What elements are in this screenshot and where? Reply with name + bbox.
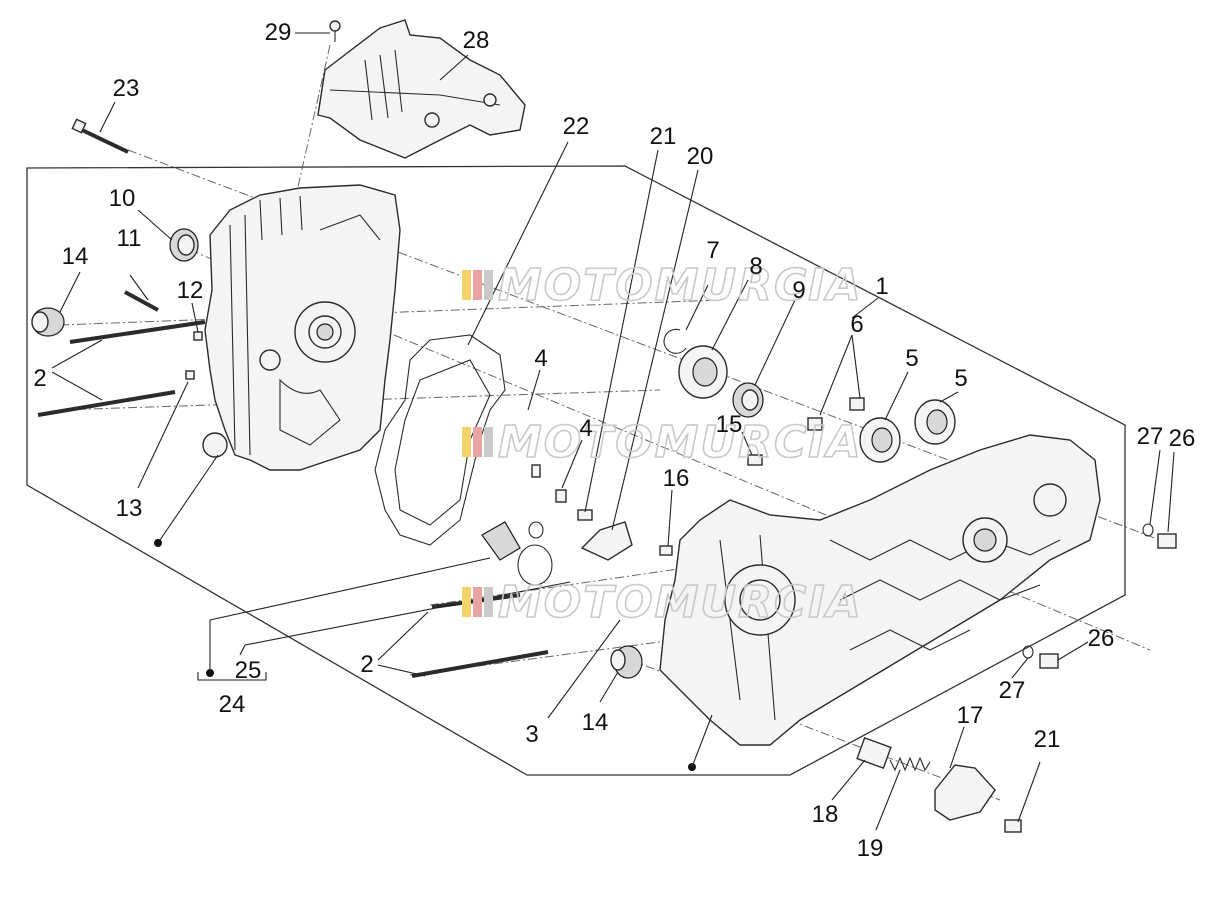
watermark-stripe-yellow [462, 270, 471, 300]
pin-11-part [124, 290, 159, 312]
assembly-frame [26, 165, 1126, 776]
callout-20: 20 [687, 143, 714, 170]
bracket-part [577, 509, 633, 561]
watermark-stripe-yellow [462, 427, 471, 457]
watermark-stripe-grey [484, 587, 493, 617]
callout-21-top: 21 [650, 123, 677, 150]
watermark-stripe-red [473, 587, 482, 617]
watermark-row-2: MOTOMURCIA [462, 416, 863, 469]
watermark-row-3: MOTOMURCIA [462, 576, 863, 629]
leader-lines [51, 32, 1175, 831]
group-24-bracket [197, 672, 267, 681]
callout-14-bottom: 14 [582, 709, 609, 736]
callout-2-bottom: 2 [360, 651, 373, 678]
callout-26-lower: 26 [1088, 625, 1115, 652]
watermark-text: MOTOMURCIA [498, 417, 863, 468]
watermark-stripe-grey [484, 270, 493, 300]
screw-29-part [329, 20, 341, 42]
top-cover-part [317, 19, 526, 159]
circlip-part [663, 328, 687, 354]
callout-10: 10 [109, 185, 136, 212]
callout-7: 7 [706, 237, 719, 264]
callout-28: 28 [463, 27, 490, 54]
callout-9: 9 [792, 277, 805, 304]
callout-12: 12 [177, 277, 204, 304]
dowel-12-part [193, 331, 203, 341]
dowels-6-part [747, 397, 865, 466]
callout-24: 24 [219, 691, 246, 718]
dowel-13-part [185, 370, 195, 380]
watermark: MOTOMURCIA MOTOMURCIA MOTOMURCIA [462, 259, 863, 629]
callout-27-lower: 27 [999, 677, 1026, 704]
bearings-5-part [859, 399, 956, 463]
callout-29: 29 [265, 19, 292, 46]
studs-left-part [37, 320, 206, 417]
bearing-8-part [678, 345, 728, 399]
callout-14-left: 14 [62, 243, 89, 270]
bush-left-part [31, 307, 65, 337]
oil-seal-part [169, 228, 199, 262]
watermark-stripe-yellow [462, 587, 471, 617]
callout-3: 3 [525, 721, 538, 748]
callout-19: 19 [857, 835, 884, 862]
filter-part [481, 521, 553, 586]
watermark-row-1: MOTOMURCIA [462, 259, 863, 312]
gasket-part [374, 334, 506, 546]
callout-4-top: 4 [534, 345, 547, 372]
callout-15: 15 [716, 411, 743, 438]
callout-labels: 1 2 2 3 4 4 5 5 6 7 8 9 10 11 12 13 14 1… [33, 19, 1195, 862]
callout-21-bottom: 21 [1034, 726, 1061, 753]
callout-25: 25 [235, 657, 262, 684]
small-ring-part [528, 464, 567, 539]
callout-17: 17 [957, 702, 984, 729]
callout-5-right: 5 [954, 365, 967, 392]
callout-26-right: 26 [1169, 425, 1196, 452]
callout-1: 1 [875, 273, 888, 300]
callout-18: 18 [812, 801, 839, 828]
watermark-stripe-grey [484, 427, 493, 457]
seal-9-part [732, 382, 764, 418]
left-crankcase-part [202, 184, 401, 471]
watermark-stripe-red [473, 427, 482, 457]
callout-8: 8 [749, 253, 762, 280]
watermark-text: MOTOMURCIA [498, 577, 863, 628]
watermark-text: MOTOMURCIA [498, 260, 863, 311]
tensioner-part [856, 736, 1022, 833]
bush-bottom-part [610, 645, 643, 679]
watermark-stripe-red [473, 270, 482, 300]
callout-5-left: 5 [905, 345, 918, 372]
callout-16: 16 [663, 465, 690, 492]
callout-22: 22 [563, 113, 590, 140]
callout-11: 11 [117, 225, 142, 252]
callout-4-lower: 4 [579, 415, 592, 442]
callout-13: 13 [116, 495, 143, 522]
callout-27-right: 27 [1137, 423, 1164, 450]
callout-2-left: 2 [33, 365, 46, 392]
callout-23: 23 [113, 75, 140, 102]
right-crankcase-part [659, 434, 1101, 746]
callout-6: 6 [850, 311, 863, 338]
screw-16-part [659, 545, 673, 556]
long-bolt-part [71, 118, 129, 154]
